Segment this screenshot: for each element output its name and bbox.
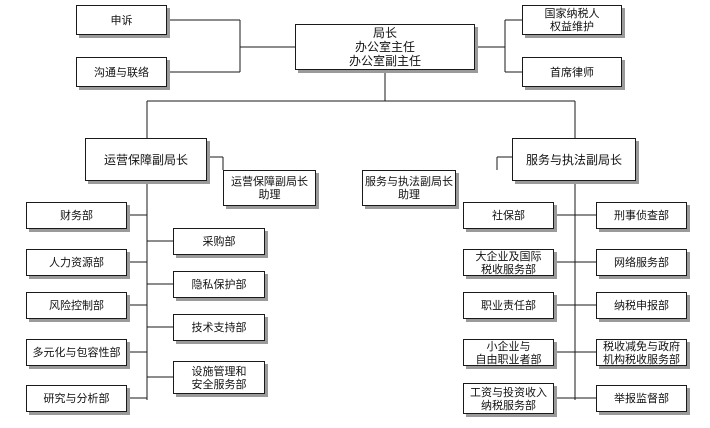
service-unit-3: 职业责任部 — [463, 292, 554, 319]
ops-unit-3: 风险控制部 — [26, 292, 127, 319]
enforcement-unit-2: 网络服务部 — [596, 249, 687, 276]
service-assistant-box: 服务与执法副局长 助理 — [362, 170, 456, 206]
ops-subunit-1: 采购部 — [173, 228, 265, 255]
enforcement-unit-3: 纳税申报部 — [596, 292, 687, 319]
service-unit-2: 大企业及国际 税收服务部 — [463, 249, 554, 276]
ops-subunit-3: 技术支持部 — [173, 314, 265, 341]
ops-unit-4: 多元化与包容性部 — [26, 339, 127, 366]
director-box: 局长 办公室主任 办公室副主任 — [295, 24, 475, 70]
communication-box: 沟通与联络 — [76, 57, 167, 87]
ops-subunit-4: 设施管理和 安全服务部 — [173, 361, 265, 394]
ops-subunit-2: 隐私保护部 — [173, 271, 265, 298]
ops-unit-5: 研究与分析部 — [26, 385, 127, 412]
service-unit-4: 小企业与 自由职业者部 — [463, 339, 554, 366]
service-unit-1: 社保部 — [463, 202, 554, 229]
ops-deputy-box: 运营保障副局长 — [85, 138, 207, 181]
complaint-box: 申诉 — [76, 5, 167, 35]
service-unit-5: 工资与投资收入 纳税服务部 — [463, 383, 554, 414]
taxpayer-advocate-box: 国家纳税人 权益维护 — [522, 5, 622, 35]
ops-unit-2: 人力资源部 — [26, 249, 127, 276]
enforcement-unit-4: 税收减免与政府 机构税收服务部 — [596, 339, 687, 366]
ops-assistant-box: 运营保障副局长 助理 — [223, 170, 316, 206]
ops-unit-1: 财务部 — [26, 202, 127, 229]
chief-counsel-box: 首席律师 — [522, 57, 622, 87]
enforcement-unit-1: 刑事侦查部 — [596, 202, 687, 229]
service-deputy-box: 服务与执法副局长 — [512, 138, 636, 181]
enforcement-unit-5: 举报监督部 — [596, 385, 687, 412]
